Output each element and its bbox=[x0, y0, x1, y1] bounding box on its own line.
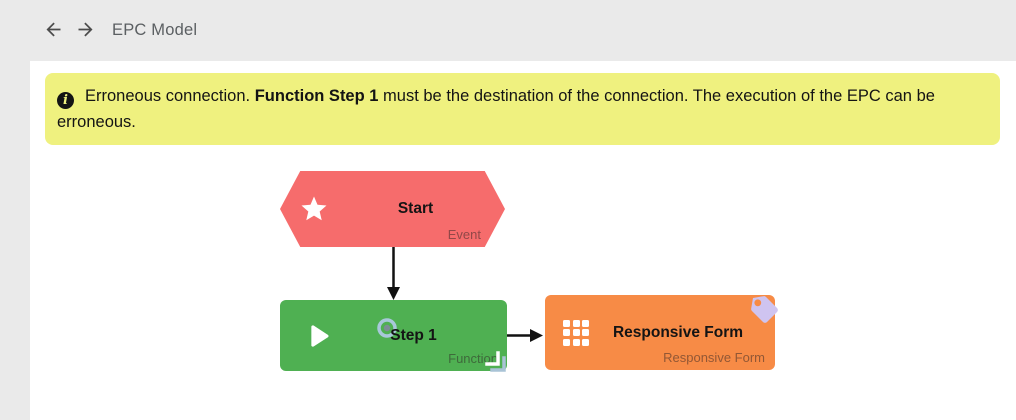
star-icon bbox=[299, 194, 329, 224]
banner-text-bold: Function Step 1 bbox=[254, 87, 379, 105]
warning-banner: i Erroneous connection. Function Step 1 m… bbox=[45, 73, 1000, 145]
tag-badge-icon[interactable] bbox=[746, 291, 780, 325]
arrow-back-icon bbox=[43, 19, 64, 43]
play-icon bbox=[300, 319, 334, 353]
node-label: Step 1 bbox=[390, 326, 437, 344]
node-responsive-form[interactable]: Responsive Form Responsive Form bbox=[545, 295, 778, 370]
node-type-label: Event bbox=[447, 227, 481, 242]
arrow-forward-icon bbox=[75, 19, 96, 43]
info-icon: i bbox=[57, 92, 74, 109]
event-node-start[interactable]: Start Event bbox=[280, 171, 505, 247]
header-bar: EPC Model bbox=[0, 0, 1016, 61]
forward-button[interactable] bbox=[74, 20, 96, 42]
page-title: EPC Model bbox=[112, 21, 198, 39]
connection-anchor-icon[interactable] bbox=[376, 317, 398, 339]
node-type-label: Responsive Form bbox=[663, 350, 765, 365]
banner-text-prefix: Erroneous connection. bbox=[85, 87, 255, 105]
grid-icon bbox=[563, 319, 589, 346]
node-label: Responsive Form bbox=[612, 323, 744, 341]
back-button[interactable] bbox=[42, 20, 64, 42]
function-node-step-1[interactable]: Step 1 Function bbox=[280, 300, 507, 372]
resize-handle-icon[interactable] bbox=[484, 350, 510, 376]
node-label: Start bbox=[397, 200, 434, 217]
banner-text-suffix: must be the destination of the connectio… bbox=[57, 87, 935, 131]
